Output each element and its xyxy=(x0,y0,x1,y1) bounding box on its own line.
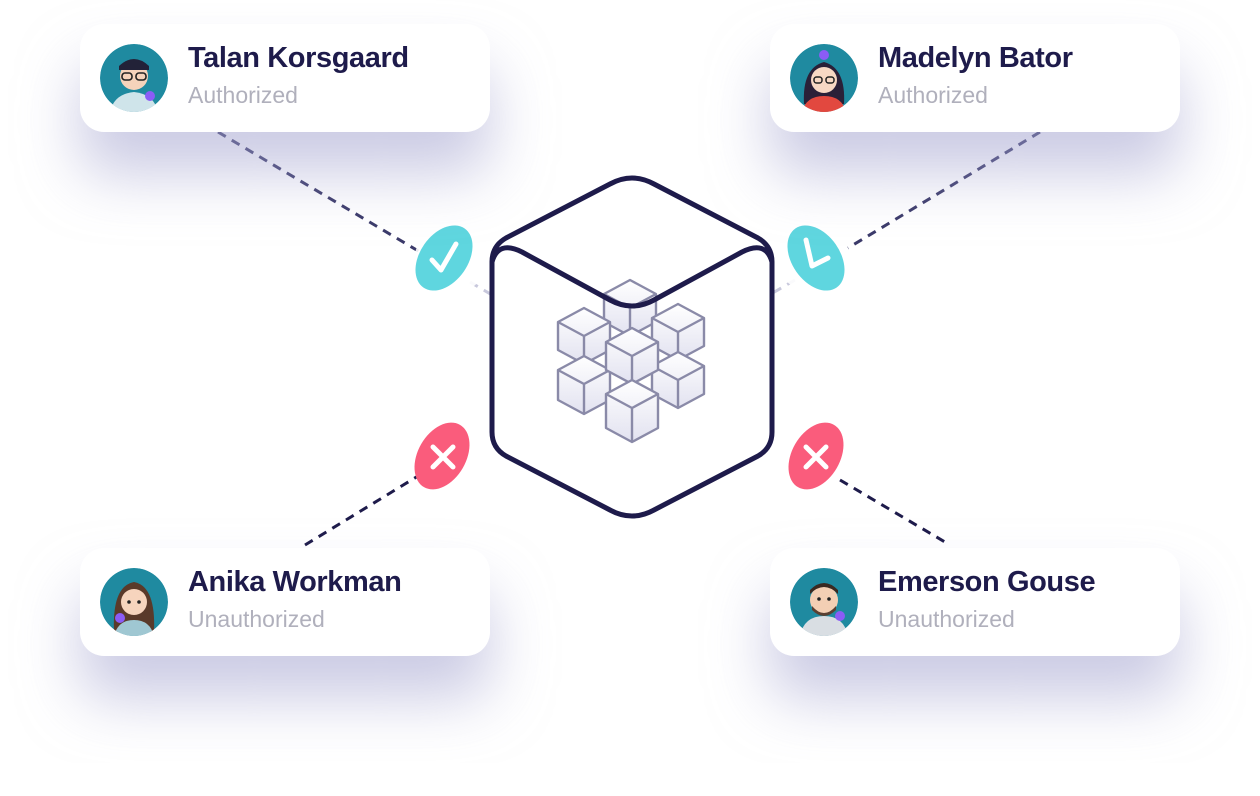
connector-line-emerson xyxy=(839,478,951,547)
connector-line-anika xyxy=(304,474,419,547)
check-icon xyxy=(429,241,459,273)
user-card-emerson[interactable]: Emerson Gouse Unauthorized xyxy=(770,548,1180,656)
avatar-anika xyxy=(100,568,168,636)
avatar-talan xyxy=(100,44,168,112)
user-name: Emerson Gouse xyxy=(878,566,1096,598)
user-status: Authorized xyxy=(878,82,988,108)
container-top-face xyxy=(489,245,775,309)
user-card-madelyn[interactable]: Madelyn Bator Authorized xyxy=(770,24,1180,132)
user-card-anika[interactable]: Anika Workman Unauthorized xyxy=(80,548,490,656)
badge-madelyn-authorized xyxy=(769,211,847,293)
avatar xyxy=(790,44,858,112)
user-status: Authorized xyxy=(188,82,298,108)
badge-talan-authorized xyxy=(413,216,491,298)
avatar-madelyn xyxy=(790,44,858,112)
avatar-emerson xyxy=(790,568,858,636)
avatar xyxy=(100,568,168,636)
user-name: Madelyn Bator xyxy=(878,42,1073,74)
avatar xyxy=(100,44,168,112)
badge-emerson-unauthorized xyxy=(788,422,844,490)
connector-line-talan xyxy=(217,130,421,254)
user-name: Anika Workman xyxy=(188,566,402,598)
user-card-talan[interactable]: Talan Korsgaard Authorized xyxy=(80,24,490,132)
x-icon xyxy=(803,444,829,470)
user-status: Unauthorized xyxy=(878,606,1015,632)
connector-line-madelyn xyxy=(847,130,1041,250)
x-icon xyxy=(430,444,456,470)
user-status: Unauthorized xyxy=(188,606,325,632)
avatar xyxy=(790,568,858,636)
user-name: Talan Korsgaard xyxy=(188,42,409,74)
check-icon xyxy=(803,237,831,269)
badge-anika-unauthorized xyxy=(414,422,470,490)
